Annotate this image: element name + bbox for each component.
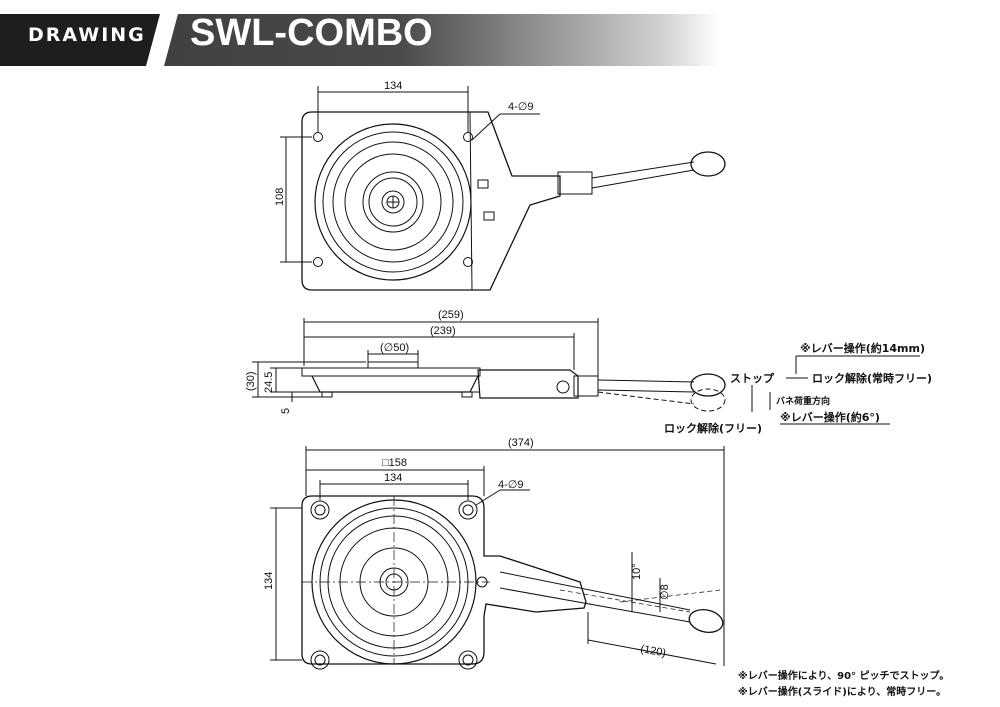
footnote-1: ※レバー操作により、90° ピッチでストップ。: [738, 671, 950, 682]
label-unlock-free: ロック解除(フリー): [664, 421, 762, 435]
bottom-dim-overall: (374): [508, 437, 534, 449]
side-dim-inner: (239): [430, 325, 456, 337]
note-stroke-14: ※レバー操作(約14mm): [800, 341, 925, 355]
top-dim-height: 108: [274, 188, 286, 206]
product-title: SWL-COMBO: [190, 12, 433, 54]
side-dim-height-body: 24.5: [263, 372, 275, 393]
label-unlock-always: ロック解除(常時フリー): [812, 371, 932, 385]
footnote-2: ※レバー操作(スライド)により、常時フリー。: [738, 687, 947, 698]
top-hole-callout: 4-∅9: [508, 101, 533, 113]
top-view: [280, 86, 726, 291]
label-spring-direction: バネ荷重方向: [776, 395, 830, 407]
side-dim-height-total: (30): [245, 371, 257, 391]
label-stop: ストップ: [730, 371, 775, 385]
header-bar: [0, 0, 1000, 66]
drawing-label: DRAWING: [28, 24, 146, 46]
bottom-dim-lever: (120): [639, 643, 666, 659]
bottom-dim-square: □158: [382, 457, 407, 469]
bottom-view: [270, 446, 725, 670]
bottom-dim-angle: 10°: [631, 563, 643, 580]
side-view: [252, 318, 920, 425]
bottom-dim-height: 134: [263, 572, 275, 590]
note-stroke-6: ※レバー操作(約6°): [780, 410, 880, 424]
header-background: [0, 14, 1000, 66]
footnotes: ※レバー操作により、90° ピッチでストップ。 ※レバー操作(スライド)により、…: [738, 669, 949, 701]
side-dim-base: 5: [280, 408, 292, 414]
bottom-dim-rod: ∅8: [659, 584, 671, 600]
bottom-hole-callout: 4-∅9: [498, 479, 523, 491]
side-dim-center: (∅50): [380, 342, 409, 354]
top-dim-width: 134: [384, 80, 402, 92]
side-dim-overall: (259): [438, 309, 464, 321]
bottom-dim-width: 134: [384, 472, 402, 484]
